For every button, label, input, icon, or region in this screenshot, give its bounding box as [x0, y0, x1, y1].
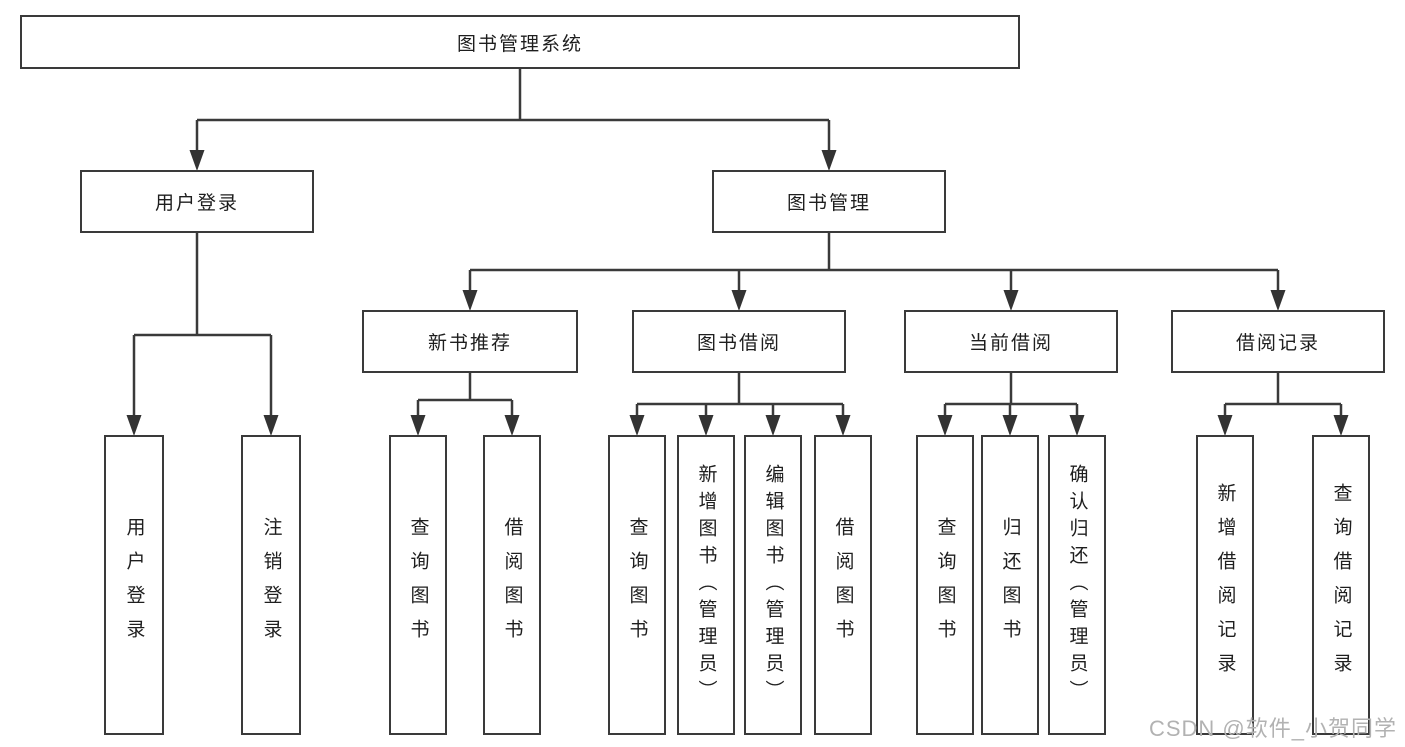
node-current-query-books: 查询图书	[916, 435, 974, 735]
node-user-login: 用户登录	[104, 435, 164, 735]
node-borrowing-edit-books-admin: 编辑图书（管理员）	[744, 435, 802, 735]
node-book-borrowing: 图书借阅	[632, 310, 846, 373]
node-user-login-branch: 用户登录	[80, 170, 314, 233]
node-recommend-query-books: 查询图书	[389, 435, 447, 735]
node-logout: 注销登录	[241, 435, 301, 735]
node-borrowing-query-books: 查询图书	[608, 435, 666, 735]
node-current-confirm-return-admin: 确认归还（管理员）	[1048, 435, 1106, 735]
node-borrowing-borrow-books: 借阅图书	[814, 435, 872, 735]
node-borrowing-records: 借阅记录	[1171, 310, 1385, 373]
node-library-management-system: 图书管理系统	[20, 15, 1020, 69]
node-records-query-borrow-record: 查询借阅记录	[1312, 435, 1370, 735]
node-borrowing-add-books-admin: 新增图书（管理员）	[677, 435, 735, 735]
node-new-book-recommend: 新书推荐	[362, 310, 578, 373]
node-book-management-branch: 图书管理	[712, 170, 946, 233]
node-records-add-borrow-record: 新增借阅记录	[1196, 435, 1254, 735]
node-recommend-borrow-books: 借阅图书	[483, 435, 541, 735]
node-current-return-books: 归还图书	[981, 435, 1039, 735]
node-current-borrowing: 当前借阅	[904, 310, 1118, 373]
csdn-watermark: CSDN @软件_小贺同学	[1148, 716, 1397, 741]
